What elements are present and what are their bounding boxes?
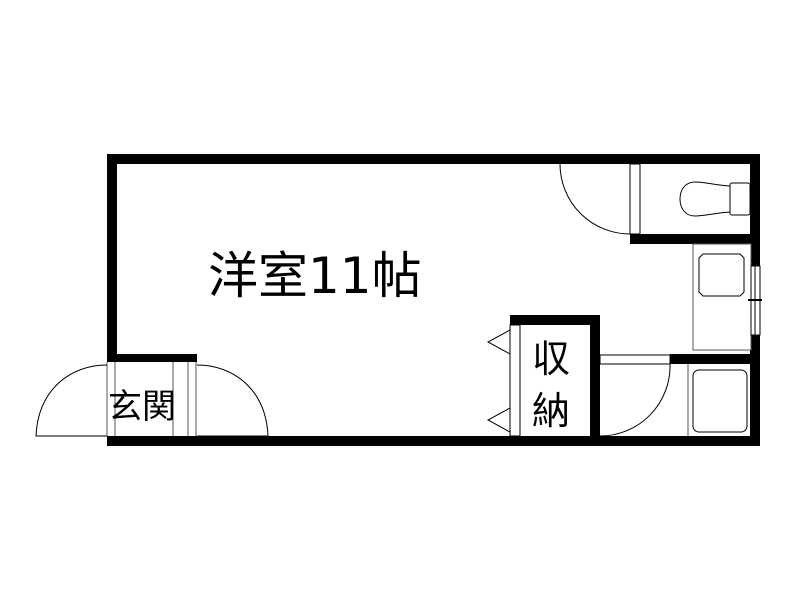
- toilet-icon: [679, 181, 751, 217]
- storage-door: [486, 324, 521, 437]
- kitchen-sink-icon: [692, 243, 752, 351]
- entrance-label: 玄関: [108, 387, 176, 427]
- bathtub-icon: [692, 369, 748, 433]
- window-icon: [748, 265, 762, 336]
- walls: [107, 154, 760, 446]
- top-wall: [107, 154, 760, 164]
- entrance-doors: [35, 362, 269, 437]
- right-wall-upper: [750, 154, 760, 266]
- bottom-wall: [107, 436, 760, 446]
- western-room-label: 洋室11帖: [208, 247, 422, 305]
- toilet-bottom-wall: [630, 234, 760, 244]
- storage-top-wall: [510, 315, 600, 325]
- toilet-door: [559, 163, 641, 235]
- storage-label-2: 納: [532, 389, 570, 433]
- bath-top-wall: [670, 354, 760, 364]
- bath-door: [599, 354, 689, 437]
- storage-label-1: 収: [532, 337, 570, 381]
- storage-right-wall: [590, 315, 600, 446]
- left-wall: [107, 154, 117, 362]
- entrance-wall: [107, 354, 197, 362]
- right-wall-lower: [750, 335, 760, 446]
